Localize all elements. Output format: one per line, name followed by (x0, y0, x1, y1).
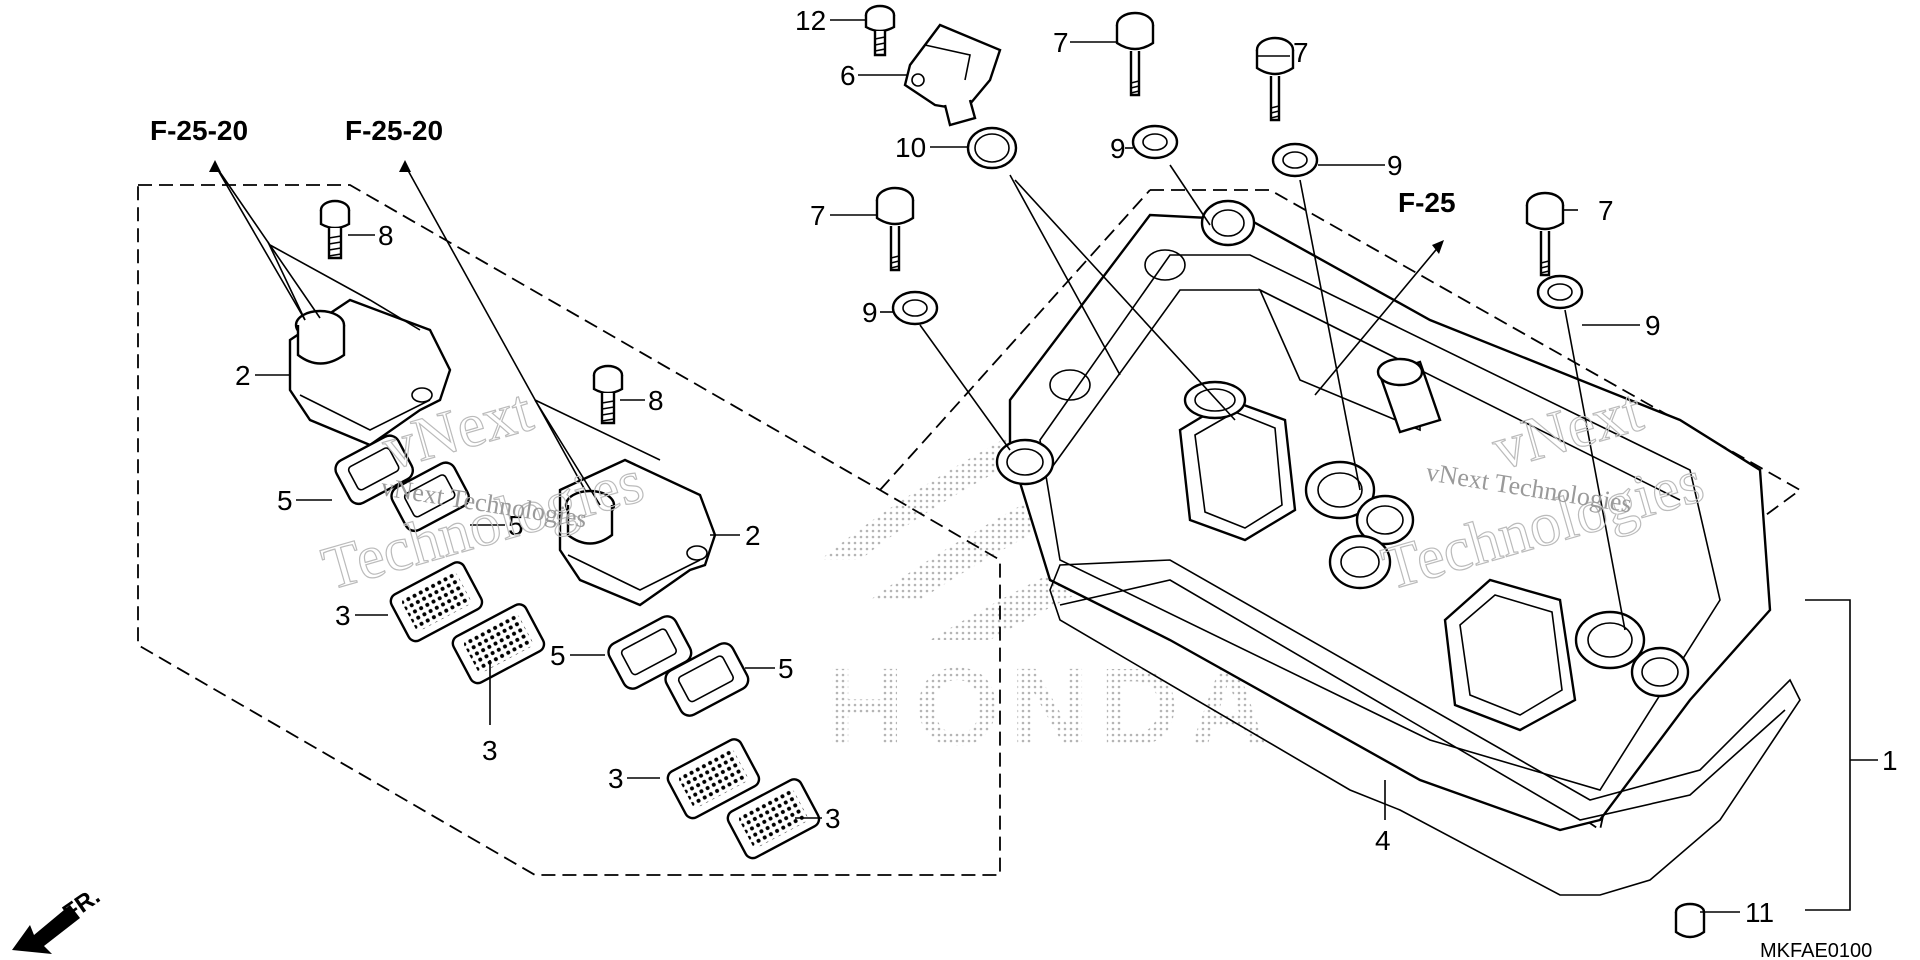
cover-bolts (319, 199, 624, 425)
camshaft-sensor (903, 23, 1002, 127)
callout-7-a: 7 (1053, 27, 1069, 58)
bolt-washers (891, 124, 1584, 326)
callout-5-c: 5 (550, 640, 566, 671)
callout-7-d: 7 (1598, 195, 1614, 226)
callout-3-d: 3 (825, 803, 841, 834)
callout-7-c: 7 (810, 200, 826, 231)
callout-9-c: 9 (862, 297, 878, 328)
callout-4: 4 (1375, 825, 1391, 856)
callout-labels: 12 6 10 7 9 7 9 7 9 7 9 8 8 2 2 5 5 5 5 … (235, 5, 1898, 928)
head-cover-gasket (1049, 559, 1801, 896)
callout-9-b: 9 (1387, 150, 1403, 181)
leader-lines (209, 19, 1878, 913)
callout-3-b: 3 (482, 735, 498, 766)
front-arrow-icon (12, 905, 80, 954)
callout-1: 1 (1882, 745, 1898, 776)
cylinder-head-cover (995, 199, 1772, 832)
callout-9-a: 9 (1110, 133, 1126, 164)
callout-8-a: 8 (378, 220, 394, 251)
callout-5-d: 5 (778, 653, 794, 684)
dowel-pin (1674, 902, 1706, 939)
callout-2-b: 2 (745, 520, 761, 551)
diagram-code: MKFAE0100 (1760, 940, 1872, 960)
callout-5-b: 5 (508, 510, 524, 541)
callout-6: 6 (840, 60, 856, 91)
reference-right: F-25 (1398, 187, 1456, 218)
callout-3-c: 3 (608, 763, 624, 794)
reference-middle: F-25-20 (345, 115, 443, 146)
grommets (334, 434, 750, 717)
callout-11: 11 (1745, 897, 1774, 928)
callout-8-b: 8 (648, 385, 664, 416)
oil-separator-filters (389, 561, 821, 860)
front-direction-indicator: FR. (12, 883, 105, 954)
callout-9-d: 9 (1645, 310, 1661, 341)
callout-12: 12 (795, 5, 826, 36)
sensor-o-ring (966, 126, 1018, 170)
reference-labels: F-25-20 F-25-20 F-25 (150, 115, 1456, 218)
reference-left: F-25-20 (150, 115, 248, 146)
callout-2-a: 2 (235, 360, 251, 391)
ignition-coil-cover-left (288, 298, 452, 447)
callout-7-b: 7 (1293, 37, 1309, 68)
ignition-coil-cover-right (558, 458, 717, 607)
callout-5-a: 5 (277, 485, 293, 516)
callout-10: 10 (895, 132, 926, 163)
callout-3-a: 3 (335, 600, 351, 631)
sensor-bolt (864, 4, 896, 57)
honda-brand-watermark: HONDA (825, 646, 1278, 769)
head-cover-bolts (875, 11, 1565, 277)
